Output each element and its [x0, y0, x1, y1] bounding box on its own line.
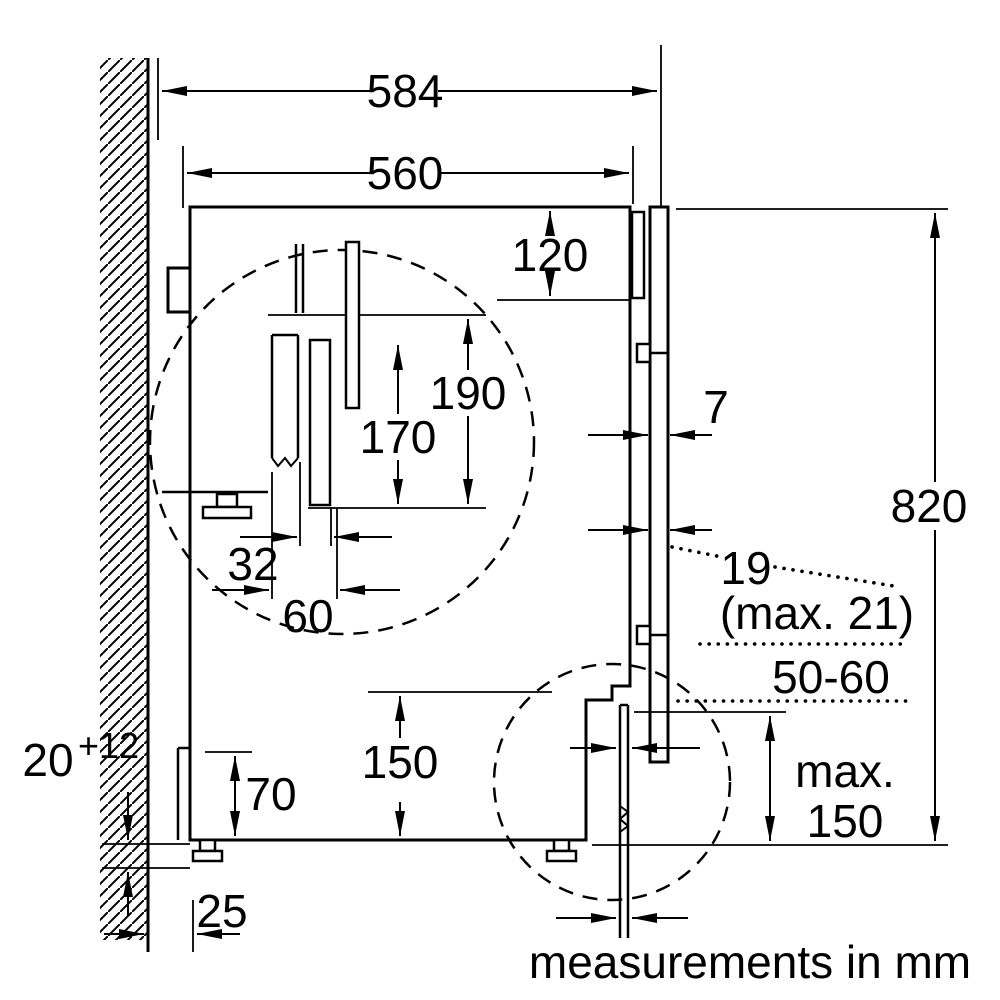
detail-circle-top	[148, 240, 536, 636]
dimension-door-thickness: 19 (max. 21)	[588, 525, 914, 646]
dimension-label-plus-12: +12	[78, 725, 139, 766]
dimension-appliance-depth: 584	[157, 58, 657, 140]
dotted-leader-b	[773, 565, 902, 589]
plinth-break-symbol	[618, 805, 630, 833]
dotted-leader-a	[670, 545, 724, 559]
adjustable-foot-left	[191, 838, 224, 863]
dimension-label-max-150: 150	[807, 795, 884, 847]
dimension-slot-width: 32	[227, 462, 392, 590]
adjustable-foot-right	[545, 838, 578, 863]
dimension-label-70: 70	[245, 768, 296, 820]
foot-base	[191, 849, 224, 863]
dimension-rear-gap: 20 +12	[22, 725, 190, 916]
unit-note: measurements in mm	[529, 936, 971, 988]
fixing-bolt	[344, 240, 361, 410]
hinge-bracket-lower	[635, 624, 652, 646]
detail-foot	[162, 490, 268, 520]
appliance-body	[166, 205, 632, 863]
dimension-label-25: 25	[196, 885, 247, 937]
dimension-label-32: 32	[227, 538, 278, 590]
foot-base	[545, 849, 578, 863]
dimension-wall-distance: 25	[104, 885, 248, 952]
dimension-door-gap: 7	[588, 381, 729, 440]
detail-circle-bottom-outline	[492, 662, 732, 902]
dimension-plinth-height: max. 150	[634, 711, 895, 847]
dimension-label-max-21: (max. 21)	[720, 587, 914, 639]
dimension-plinth-recess: 50-60	[676, 651, 908, 703]
dimension-label-50-60: 50-60	[772, 651, 890, 703]
dimension-label-20: 20	[22, 734, 73, 786]
furniture-door-panel	[630, 45, 670, 764]
dimension-slot-offset: 60	[212, 472, 400, 642]
dimension-label-max: max.	[795, 745, 895, 797]
foot-stem	[552, 838, 571, 853]
dimension-bracket-length: 190	[430, 319, 507, 504]
dimension-bracket-inner: 170	[360, 345, 437, 504]
bracket-break-symbol	[271, 456, 299, 468]
hinge-bracket-upper	[635, 342, 652, 364]
dimension-foot-zone: 70	[205, 751, 297, 836]
dimension-label-584: 584	[367, 65, 444, 117]
appliance-outline	[188, 205, 632, 842]
rear-connection-protrusion	[166, 266, 190, 314]
dimension-label-820: 820	[891, 480, 968, 532]
wall-section	[100, 58, 150, 952]
door-panel	[648, 205, 670, 764]
foot-stem	[198, 838, 217, 853]
dimension-base-clearance: 150	[362, 696, 439, 836]
bracket-left-part	[270, 333, 300, 468]
dimension-label-60: 60	[282, 590, 333, 642]
detail-foot-base	[201, 505, 253, 520]
bracket-slot-part	[308, 338, 332, 507]
dimension-label-170: 170	[360, 411, 437, 463]
dimension-label-560: 560	[367, 147, 444, 199]
detail-circle-bottom	[492, 662, 732, 902]
dimension-top-clearance: 120	[497, 211, 631, 301]
dimension-label-19: 19	[720, 542, 771, 594]
detail-foot-stem	[215, 492, 239, 509]
wall-hatching	[100, 58, 148, 940]
plinth-board	[618, 703, 630, 938]
dimension-label-150: 150	[362, 736, 439, 788]
dimension-label-7: 7	[703, 381, 729, 433]
dimension-label-190: 190	[430, 367, 507, 419]
dimension-label-120: 120	[512, 229, 589, 281]
dimension-niche-depth: 560	[182, 146, 634, 208]
dimension-niche-height: 820	[592, 208, 968, 846]
detail-circle-top-outline	[148, 248, 536, 636]
hinge-mounting-plate	[630, 210, 646, 300]
